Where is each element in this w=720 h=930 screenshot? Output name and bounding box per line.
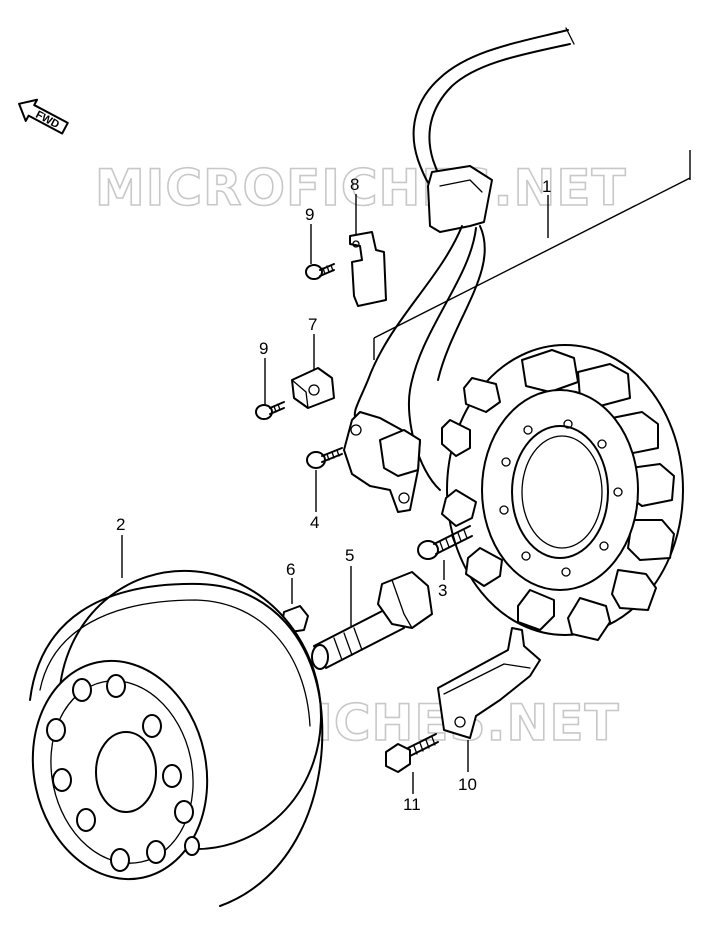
callout-8: 8 [350, 175, 359, 194]
callout-leaders [121, 194, 549, 794]
callout-4: 4 [310, 513, 319, 532]
screw-4 [306, 447, 343, 469]
flywheel-holes [46, 674, 200, 872]
flywheel-rotor-2 [29, 569, 324, 907]
stator-coil [441, 344, 684, 641]
watermark-top: MICROFICHES.NET [95, 159, 627, 217]
callout-10: 10 [458, 775, 477, 794]
callout-labels: 1 2 3 4 5 6 7 8 9 9 10 11 [116, 175, 551, 814]
screw-9-top [305, 263, 335, 280]
callout-2: 2 [116, 515, 125, 534]
pickup-bracket [343, 411, 421, 513]
wire-harness [353, 27, 575, 491]
callout-9-top: 9 [305, 205, 314, 224]
bolt-11 [385, 733, 439, 773]
callout-1: 1 [542, 177, 551, 196]
stator-bolt-holes [499, 419, 623, 577]
cover-bracket-10 [437, 627, 541, 739]
screw-3 [417, 525, 473, 560]
clamp-8 [349, 231, 387, 307]
callout-9-middle: 9 [259, 339, 268, 358]
callout-5: 5 [345, 546, 354, 565]
fwd-label: FWD [33, 109, 61, 131]
callout-7: 7 [308, 315, 317, 334]
forward-arrow-icon: FWD [18, 98, 69, 135]
callout-6: 6 [286, 560, 295, 579]
screw-9-middle [255, 401, 285, 420]
rotor-bolt-5 [311, 571, 433, 670]
clamp-7 [291, 367, 335, 409]
callout-3: 3 [438, 581, 447, 600]
stator-teeth [441, 349, 675, 641]
item-1-bracket [373, 150, 691, 360]
callout-11: 11 [403, 795, 421, 814]
